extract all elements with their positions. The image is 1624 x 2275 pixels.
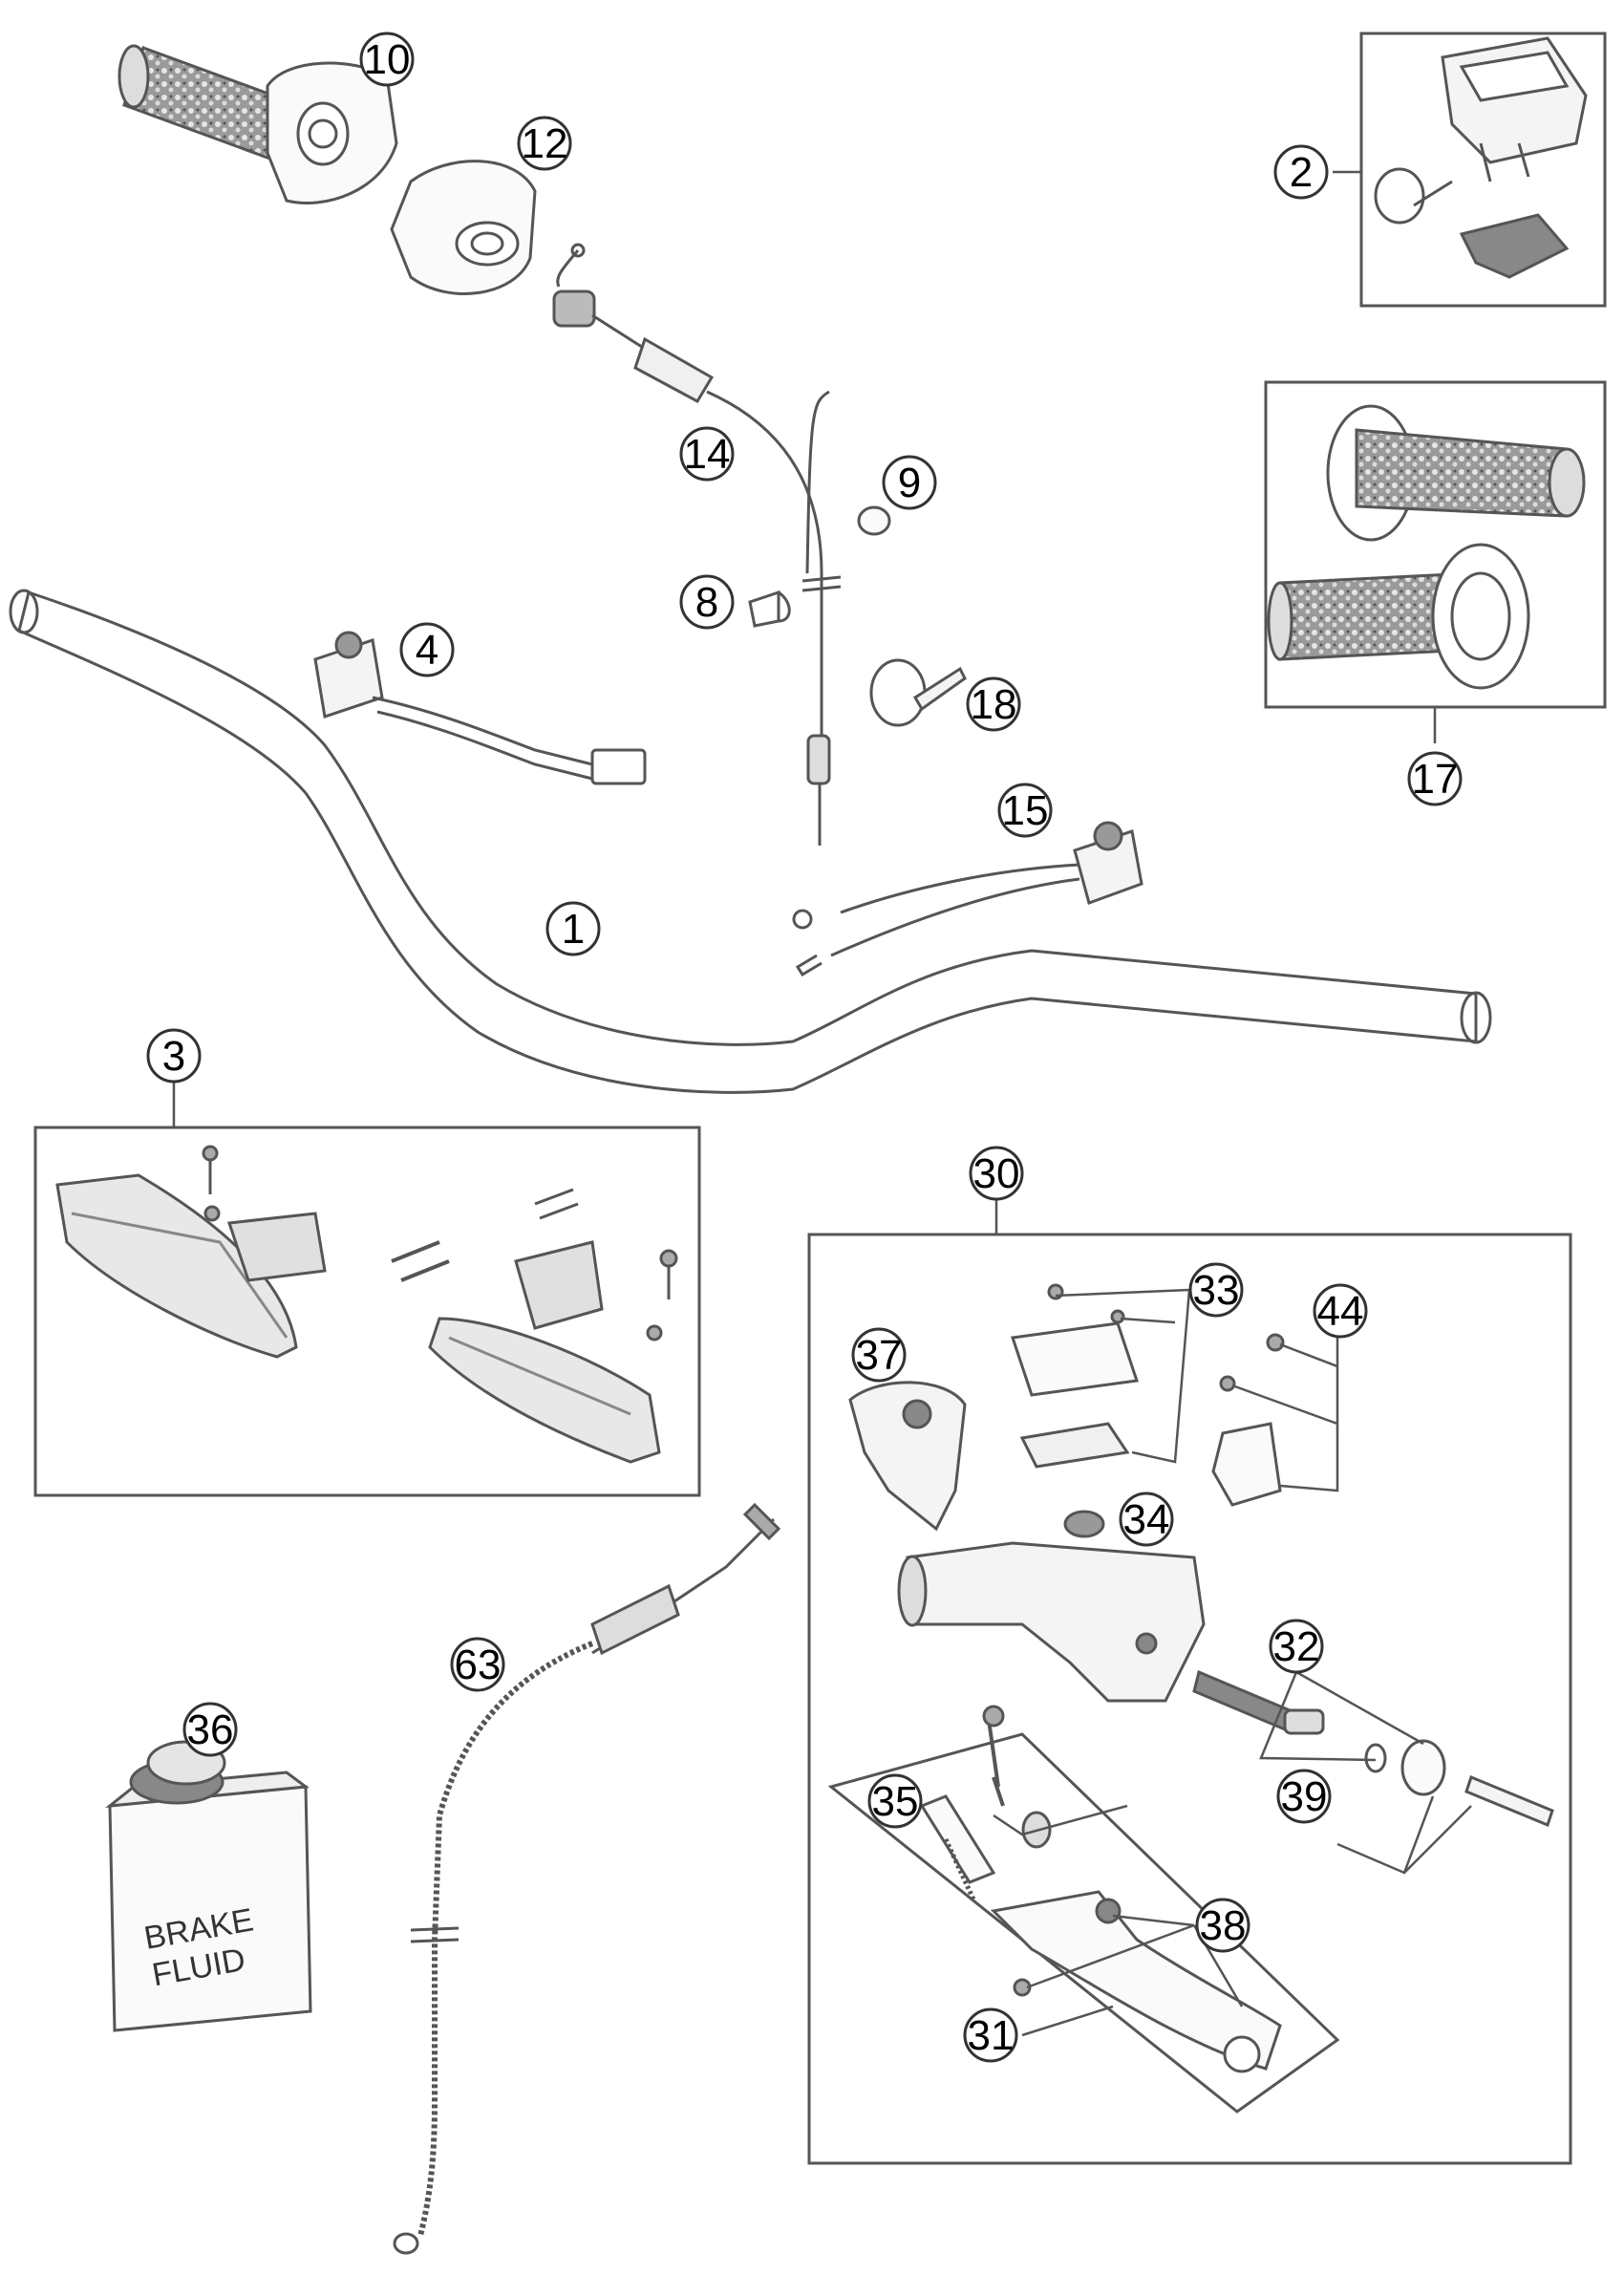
svg-text:32: 32 — [1273, 1623, 1320, 1670]
callout-12: 12 — [517, 116, 572, 171]
callout-1: 1 — [545, 901, 601, 956]
svg-text:1: 1 — [562, 906, 585, 953]
svg-text:36: 36 — [187, 1706, 234, 1753]
callout-37: 37 — [851, 1327, 907, 1383]
svg-text:30: 30 — [973, 1150, 1020, 1197]
callout-31: 31 — [963, 2007, 1018, 2063]
callout-8: 8 — [679, 574, 735, 630]
cable-cap — [857, 505, 891, 536]
throttle-cable — [552, 243, 842, 846]
callout-15: 15 — [997, 783, 1053, 838]
svg-text:3: 3 — [162, 1033, 185, 1080]
callout-38: 38 — [1195, 1898, 1250, 1953]
callout-10: 10 — [359, 32, 415, 87]
throttle-grip-assembly — [118, 44, 398, 204]
svg-text:10: 10 — [364, 36, 411, 83]
callout-44: 44 — [1313, 1283, 1368, 1339]
callouts: 1 2 3 4 8 9 10 12 14 15 17 18 30 31 32 3… — [146, 32, 1463, 2063]
callout-33: 33 — [1188, 1262, 1244, 1318]
grip-pair — [1267, 404, 1586, 690]
callout-3: 3 — [146, 1028, 202, 1084]
svg-text:33: 33 — [1193, 1267, 1240, 1314]
handguard-kit — [55, 1145, 678, 1464]
svg-text:35: 35 — [872, 1778, 919, 1825]
start-button-assembly — [1374, 36, 1588, 279]
callout-35: 35 — [867, 1773, 923, 1829]
handlebar — [9, 589, 1492, 1094]
master-cylinder-assembly — [827, 1283, 1554, 2114]
cable-clip — [748, 590, 791, 628]
svg-text:2: 2 — [1290, 149, 1313, 196]
svg-text:38: 38 — [1200, 1902, 1247, 1949]
svg-text:12: 12 — [522, 120, 568, 167]
left-handlebar-switch — [313, 631, 647, 785]
svg-text:44: 44 — [1317, 1288, 1364, 1335]
svg-text:8: 8 — [695, 579, 718, 626]
callout-39: 39 — [1276, 1769, 1332, 1824]
svg-text:39: 39 — [1281, 1773, 1328, 1820]
callout-9: 9 — [882, 455, 937, 510]
callout-32: 32 — [1269, 1619, 1324, 1674]
callout-2: 2 — [1273, 144, 1329, 200]
svg-text:9: 9 — [898, 460, 921, 506]
svg-text:34: 34 — [1123, 1496, 1170, 1543]
callout-34: 34 — [1119, 1492, 1174, 1547]
svg-text:37: 37 — [856, 1332, 903, 1379]
brake-fluid-can — [105, 1740, 312, 2032]
callout-30: 30 — [969, 1146, 1024, 1201]
svg-text:63: 63 — [455, 1642, 502, 1688]
callout-36: 36 — [182, 1702, 238, 1757]
callout-17: 17 — [1407, 751, 1463, 806]
svg-text:18: 18 — [971, 681, 1017, 728]
kill-switch — [792, 821, 1143, 977]
svg-text:14: 14 — [684, 431, 731, 478]
svg-text:31: 31 — [968, 2012, 1015, 2059]
brake-hose — [393, 1502, 781, 2255]
callout-4: 4 — [399, 622, 455, 677]
callout-18: 18 — [966, 676, 1021, 732]
callout-63: 63 — [450, 1637, 505, 1692]
callout-14: 14 — [679, 426, 735, 482]
leader-lines — [172, 170, 1472, 2037]
svg-text:4: 4 — [416, 627, 438, 674]
throttle-cover — [390, 160, 537, 295]
svg-text:15: 15 — [1002, 787, 1049, 834]
cable-tie — [869, 658, 967, 727]
svg-text:17: 17 — [1412, 756, 1459, 803]
